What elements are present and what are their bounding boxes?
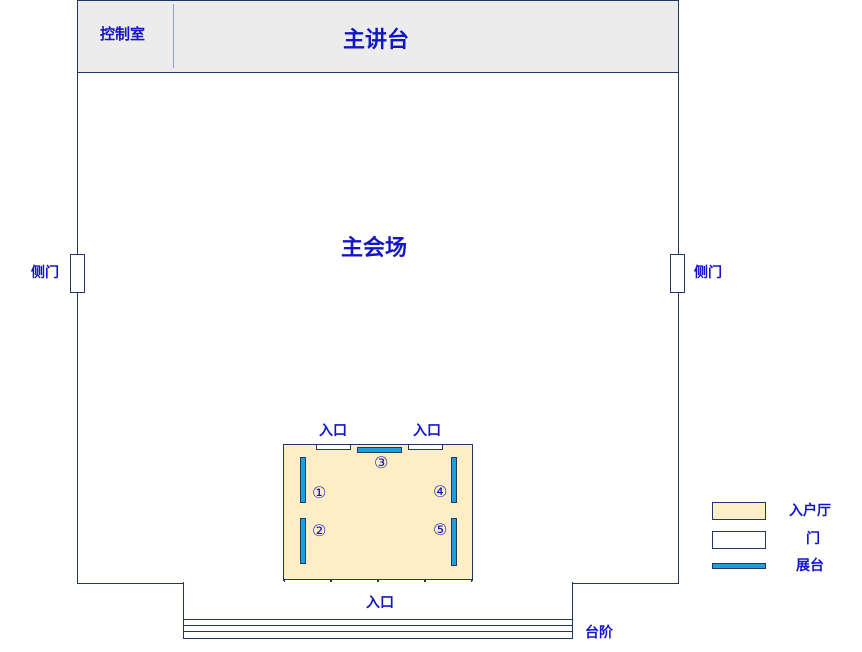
step-line-3 bbox=[183, 631, 573, 632]
side-door-left bbox=[70, 254, 85, 293]
legend-swatch-booth bbox=[712, 563, 766, 569]
step-line-1 bbox=[183, 619, 573, 620]
booth-4 bbox=[451, 457, 457, 503]
main-hall-label: 主会场 bbox=[341, 236, 408, 261]
legend-label-door: 门 bbox=[806, 531, 820, 547]
entrance-top-right-label: 入口 bbox=[413, 423, 441, 439]
steps-area bbox=[183, 582, 573, 639]
legend-label-lobby: 入户厅 bbox=[789, 503, 831, 519]
stage-area bbox=[77, 0, 679, 73]
legend-label-booth: 展台 bbox=[796, 558, 824, 574]
entrance-bottom-label: 入口 bbox=[366, 595, 394, 611]
side-door-left-label: 侧门 bbox=[31, 265, 59, 281]
legend-swatch-door bbox=[712, 531, 766, 549]
booth-5-number: ⑤ bbox=[433, 520, 448, 539]
control-room-label: 控制室 bbox=[100, 25, 146, 43]
stage-label: 主讲台 bbox=[343, 28, 410, 53]
lobby-door-top-left bbox=[316, 444, 351, 450]
control-room-divider bbox=[173, 4, 174, 68]
side-door-right bbox=[670, 254, 685, 293]
booth-5 bbox=[451, 518, 457, 566]
booth-1 bbox=[300, 457, 306, 503]
legend-swatch-lobby bbox=[712, 502, 766, 520]
booth-3-number: ③ bbox=[374, 453, 389, 472]
steps-label: 台阶 bbox=[585, 625, 613, 641]
lobby-door-top-right bbox=[408, 444, 443, 450]
step-line-2 bbox=[183, 625, 573, 626]
booth-2-number: ② bbox=[312, 521, 327, 540]
side-door-right-label: 侧门 bbox=[694, 265, 722, 281]
booth-2 bbox=[300, 518, 306, 564]
booth-1-number: ① bbox=[312, 483, 327, 502]
booth-3 bbox=[357, 447, 402, 453]
booth-4-number: ④ bbox=[433, 482, 448, 501]
entrance-top-left-label: 入口 bbox=[319, 423, 347, 439]
